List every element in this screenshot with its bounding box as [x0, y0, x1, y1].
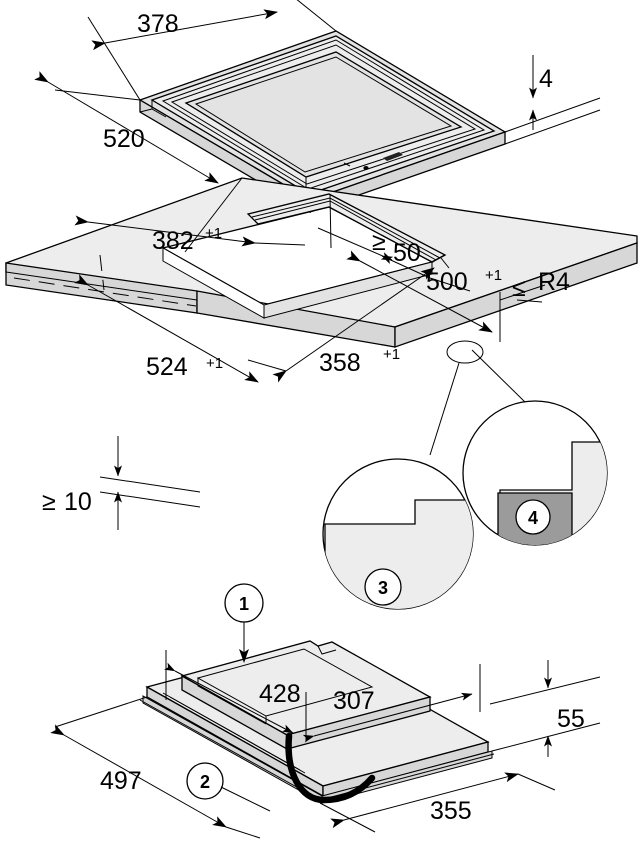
dimension-358-sup: +1 — [383, 346, 400, 363]
dimension-382-sup: +1 — [205, 225, 222, 242]
dimension-le-r4-label: R4 — [538, 268, 570, 296]
dimension-520: 520 — [34, 71, 311, 201]
detail-marker-ellipse — [446, 340, 484, 364]
dimension-355: 355 — [319, 772, 556, 833]
dimension-524-label: 524 — [146, 353, 188, 381]
dimension-ge-10: ≥ 10 — [42, 436, 201, 530]
dimension-4: 4 — [504, 55, 601, 145]
callout-2-label: 2 — [200, 772, 210, 792]
view-appliance-top: 378 520 4 — [34, 0, 601, 214]
dimension-ge-50: ≥ 50 — [317, 227, 471, 292]
dimension-378-label: 378 — [137, 10, 179, 38]
dimension-497: 497 — [50, 696, 261, 839]
dimension-55-label: 55 — [557, 705, 585, 733]
dimension-524-sup: +1 — [206, 355, 223, 372]
detail-4-balloon — [515, 499, 551, 535]
dimension-4-label: 4 — [539, 65, 553, 93]
dimension-497-label: 497 — [100, 767, 142, 795]
dimension-55: 55 — [489, 660, 601, 757]
dimension-382-label: 382 — [152, 227, 194, 255]
dimension-307: 307 — [302, 664, 481, 743]
dimension-524: 524 +1 — [74, 274, 259, 383]
dimension-358: 358 +1 — [247, 267, 435, 383]
dimension-ge-50-prefix: ≥ — [372, 228, 386, 256]
dimension-ge-10-prefix: ≥ — [42, 488, 56, 516]
detail-3-balloon — [364, 568, 402, 606]
view-worktop-cutout: 382 +1 524 +1 358 +1 500 — [5, 177, 638, 530]
callout-2: 2 — [186, 762, 271, 812]
view-appliance-underside: 1 2 428 307 — [50, 583, 601, 839]
dimension-500-sup: +1 — [485, 267, 502, 284]
dimension-428: 428 — [163, 650, 301, 734]
dimension-520-label: 520 — [103, 125, 145, 153]
callout-1: 1 — [224, 583, 264, 663]
dimension-ge-10-label: 10 — [64, 488, 92, 516]
control-slider-mark — [383, 152, 403, 161]
detail-3-label: 3 — [378, 578, 388, 598]
dimension-le-r4-prefix: ≤ — [512, 274, 526, 302]
dimension-le-r4: ≤ R4 — [499, 268, 570, 338]
dimension-428-label: 428 — [259, 680, 301, 708]
dimension-378: 378 — [87, 0, 337, 101]
detail-4-label: 4 — [528, 508, 538, 528]
callout-1-label: 1 — [239, 594, 249, 614]
dimension-355-label: 355 — [430, 797, 472, 825]
dimension-358-label: 358 — [319, 349, 361, 377]
detail-circle-4: 4 — [462, 349, 608, 546]
dimension-500-label: 500 — [426, 268, 468, 296]
dimension-ge-50-label: 50 — [393, 239, 421, 267]
dimension-382: 382 +1 — [74, 177, 306, 255]
indicator-dot — [363, 166, 369, 170]
dimension-307-label: 307 — [333, 687, 375, 715]
